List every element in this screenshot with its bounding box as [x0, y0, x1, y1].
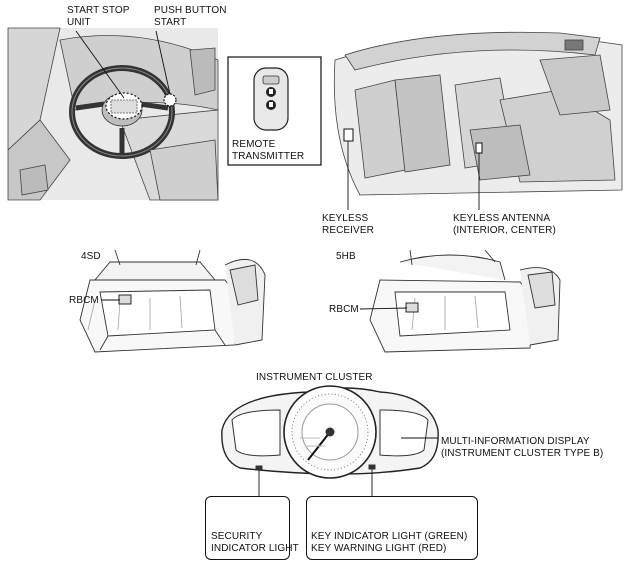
- start-stop-unit-label: START STOP UNIT: [67, 5, 130, 28]
- key-indicator-box: [306, 496, 478, 560]
- rbcm-5hb-label: RBCM: [329, 304, 359, 315]
- remote-transmitter-illustration: [227, 56, 322, 166]
- security-indicator-box: [205, 496, 290, 560]
- multi-information-display-label: MULTI-INFORMATION DISPLAY (INSTRUMENT CL…: [441, 436, 604, 459]
- sedan-trunk-illustration: [79, 249, 266, 353]
- leader-lines-interior: [347, 141, 480, 210]
- key-indicator-label: KEY INDICATOR LIGHT (GREEN) KEY WARNING …: [311, 531, 468, 554]
- remote-transmitter-label: REMOTE TRANSMITTER: [232, 139, 305, 162]
- push-button-start-label: PUSH BUTTON START: [154, 5, 227, 28]
- security-indicator-label: SECURITY INDICATOR LIGHT: [211, 531, 299, 554]
- car-interior-illustration: [333, 31, 623, 196]
- variant-4sd-label: 4SD: [81, 251, 101, 262]
- hatchback-trunk-illustration: [369, 249, 561, 353]
- leader-lines-dashboard: [75, 30, 171, 99]
- leader-lines-cluster: [258, 437, 438, 496]
- variant-5hb-label: 5HB: [336, 251, 356, 262]
- keyless-receiver-label: KEYLESS RECEIVER: [322, 213, 374, 236]
- instrument-cluster-illustration: [221, 385, 439, 479]
- keyless-antenna-label: KEYLESS ANTENNA (INTERIOR, CENTER): [453, 213, 556, 236]
- instrument-cluster-label: INSTRUMENT CLUSTER: [256, 372, 373, 383]
- rbcm-4sd-label: RBCM: [69, 295, 99, 306]
- leader-rbcm-5hb: [359, 307, 408, 310]
- dashboard-interior-illustration: [7, 27, 219, 201]
